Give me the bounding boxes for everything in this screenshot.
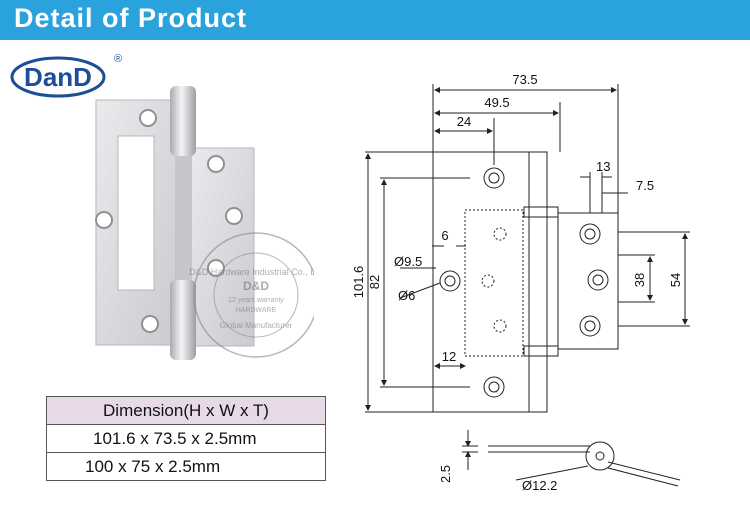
- logo-text: DanD: [24, 62, 92, 92]
- dim-54: 54: [668, 273, 683, 287]
- dimension-table-header-row: Dimension(H x W x T): [46, 396, 326, 425]
- dim-half-width: 49.5: [484, 95, 509, 110]
- dim-6: 6: [441, 228, 448, 243]
- dim-knuckle-dia: Ø12.2: [522, 478, 557, 493]
- dim-height-101-6: 101.6: [351, 266, 366, 299]
- dimension-table: Dimension(H x W x T) 101.6 x 73.5 x 2.5m…: [46, 396, 326, 481]
- dim-thickness: 2.5: [438, 465, 453, 483]
- dimension-header-cell: Dimension(H x W x T): [46, 396, 326, 425]
- dim-hole-dia-6: Ø6: [398, 288, 415, 303]
- registered-mark: ®: [114, 53, 122, 65]
- dim-total-width: 73.5: [512, 72, 537, 87]
- watermark-stamp: D&D Hardware Industrial Co., Ltd D&D 12 …: [189, 232, 314, 358]
- header-banner: Detail of Product: [0, 0, 750, 40]
- dim-7-5: 7.5: [636, 178, 654, 193]
- dim-hole-offset: 24: [457, 114, 471, 129]
- dimension-value-cell: 100 x 75 x 2.5mm: [46, 452, 326, 481]
- stamp-brand: D&D: [243, 279, 269, 293]
- dim-13: 13: [596, 159, 610, 174]
- stamp-warranty: 12 years warranty: [228, 297, 284, 304]
- dim-height-82: 82: [367, 275, 382, 289]
- page-title: Detail of Product: [14, 3, 248, 33]
- table-row: 101.6 x 73.5 x 2.5mm: [46, 424, 326, 453]
- hinge-product-photo: D&D Hardware Industrial Co., Ltd D&D 12 …: [95, 86, 314, 360]
- stamp-ring-text: D&D Hardware Industrial Co., Ltd: [189, 267, 314, 277]
- stamp-bottom-text: Global Manufacturer: [220, 321, 293, 330]
- technical-drawing: 73.5 49.5 24 13 7.5 6 Ø9.5 Ø6 101.6 82 3…: [351, 72, 690, 493]
- brand-logo: DanD ®: [10, 53, 122, 98]
- dim-38: 38: [632, 273, 647, 287]
- stamp-hardware: HARDWARE: [236, 307, 277, 314]
- dim-12: 12: [442, 349, 456, 364]
- dimension-value-cell: 101.6 x 73.5 x 2.5mm: [46, 424, 326, 453]
- table-row: 100 x 75 x 2.5mm: [46, 452, 326, 481]
- dim-hole-dia-9-5: Ø9.5: [394, 254, 422, 269]
